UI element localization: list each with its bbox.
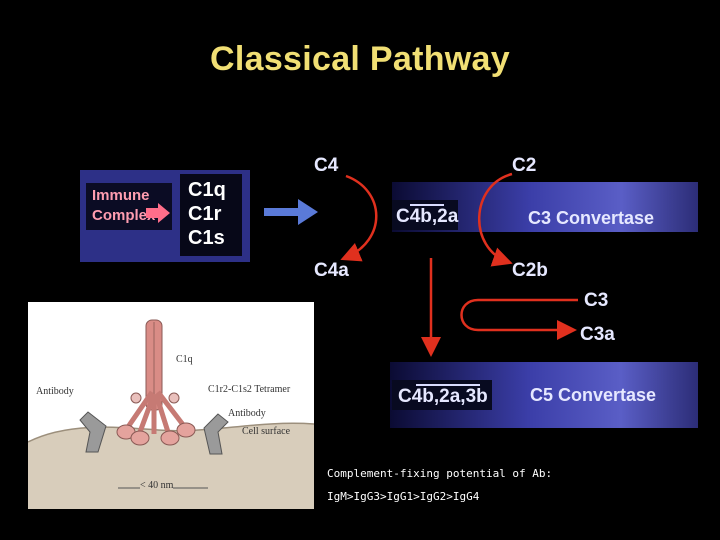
antibody-ranking-note: IgM>IgG3>IgG1>IgG2>IgG4 bbox=[327, 490, 480, 503]
c1q-label: C1q bbox=[188, 179, 226, 201]
c1-molecule-drawing bbox=[28, 319, 314, 509]
c2-label: C2 bbox=[512, 155, 537, 176]
immune-complex-line-1: Immune bbox=[92, 187, 150, 204]
cell-surface-caption: Cell surface bbox=[242, 426, 291, 437]
c4b2a-overline bbox=[410, 204, 444, 206]
c1-components: C1q C1r C1s bbox=[188, 178, 226, 250]
c2-cleavage-arrow bbox=[478, 172, 513, 267]
c1s-label: C1s bbox=[188, 227, 225, 249]
c3-label: C3 bbox=[584, 290, 609, 311]
antibody-left-caption: Antibody bbox=[36, 386, 74, 397]
immune-to-c1-arrow bbox=[146, 203, 170, 223]
antibody-right-caption: Antibody bbox=[228, 408, 266, 419]
c1-illustration: C1q C1r2-C1s2 Tetramer Antibody Antibody… bbox=[28, 302, 314, 509]
scale-caption: < 40 nm bbox=[140, 480, 174, 491]
page-title: Classical Pathway bbox=[210, 40, 510, 78]
c3-convertase-label: C3 Convertase bbox=[528, 208, 655, 228]
tetramer-caption: C1r2-C1s2 Tetramer bbox=[208, 384, 291, 395]
c5-convertase-label: C5 Convertase bbox=[530, 385, 657, 405]
immune-complex-line-2: Complex bbox=[92, 207, 156, 224]
c3a-label: C3a bbox=[580, 324, 615, 345]
c3-cleavage-arrow bbox=[460, 298, 578, 340]
immune-complex-box bbox=[86, 183, 172, 230]
c4a-label: C4a bbox=[314, 260, 349, 281]
c4b2a3b-label: C4b,2a,3b bbox=[398, 386, 488, 407]
c4b2a-label: C4b,2a bbox=[396, 206, 459, 227]
c1-to-convertase-arrow bbox=[264, 199, 318, 225]
c1r-label: C1r bbox=[188, 203, 222, 225]
c1-components-box bbox=[180, 174, 242, 256]
immune-complex-label: Immune Complex bbox=[92, 186, 155, 226]
c4-label: C4 bbox=[314, 155, 339, 176]
c4b2a3b-overline bbox=[416, 384, 480, 386]
complement-fixing-note: Complement-fixing potential of Ab: bbox=[327, 467, 553, 480]
c1q-caption: C1q bbox=[176, 354, 193, 365]
c4-cleavage-arrow bbox=[340, 174, 378, 262]
c2b-label: C2b bbox=[512, 260, 548, 281]
